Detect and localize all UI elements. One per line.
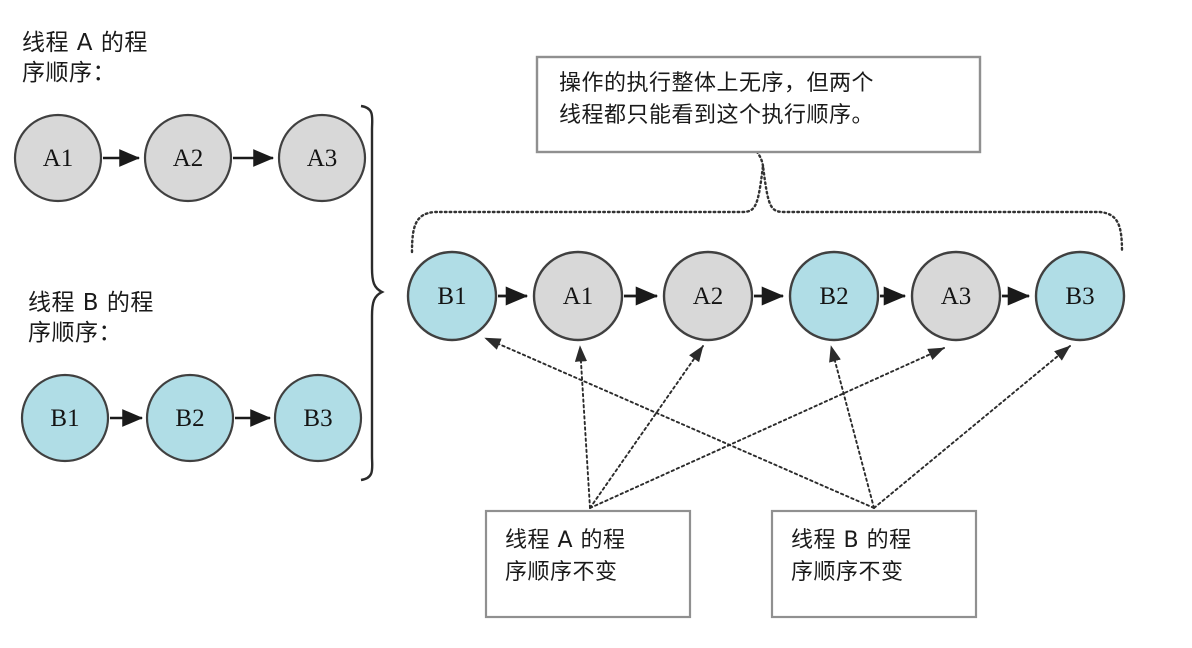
pointer-a-to-a1 [574, 345, 591, 509]
callout-bottom-left-text: 线程 A 的程 序顺序不变 [505, 528, 626, 585]
callout-box-top [535, 55, 982, 154]
node-b3-left [273, 373, 363, 463]
node-b2-exec [788, 250, 880, 342]
node-label-b3-left: B3 [303, 405, 333, 432]
node-label-b2-exec: B2 [819, 283, 849, 310]
thread-a-heading: 线程 A 的程 序顺序： [22, 30, 148, 86]
merge-brace [360, 104, 385, 482]
pointer-b-to-b3 [873, 345, 1071, 509]
node-label-b1-left: B1 [50, 405, 80, 432]
callout-box-bottom-left [484, 509, 692, 619]
node-b1-left [20, 373, 110, 463]
pointer-b-to-b2 [829, 345, 875, 509]
node-a2-exec [662, 250, 754, 342]
execution-sequence-group [406, 250, 1126, 342]
pointer-b-to-b1 [484, 337, 875, 509]
execution-span-brace-stem [755, 150, 765, 168]
callout-top-text: 操作的执行整体上无序，但两个 线程都只能看到这个执行顺序。 [559, 71, 875, 128]
thread-a-sequence-group [13, 113, 367, 203]
node-label-a3-left: A3 [306, 145, 338, 172]
node-b2-left [145, 373, 235, 463]
callout-box-bottom-right [770, 509, 978, 619]
node-a2-left [143, 113, 233, 203]
node-b3-exec [1034, 250, 1126, 342]
execution-span-brace [410, 165, 1124, 254]
node-label-b2-left: B2 [175, 405, 205, 432]
node-b1-exec [406, 250, 498, 342]
thread-b-order-pointers [484, 337, 1071, 509]
node-label-a3-exec: A3 [940, 283, 972, 310]
node-a3-exec [910, 250, 1002, 342]
node-label-a1-left: A1 [42, 145, 74, 172]
node-label-b1-exec: B1 [437, 283, 467, 310]
node-a1-exec [532, 250, 624, 342]
node-a1-left [13, 113, 103, 203]
callout-bottom-right-text: 线程 B 的程 序顺序不变 [791, 528, 912, 585]
pointer-a-to-a2 [589, 345, 704, 509]
thread-b-sequence-group [20, 373, 363, 463]
node-label-b3-exec: B3 [1065, 283, 1095, 310]
thread-b-heading: 线程 B 的程 序顺序： [28, 290, 154, 346]
node-label-a2-exec: A2 [692, 283, 724, 310]
pointer-a-to-a3 [589, 347, 945, 509]
thread-a-order-pointers [574, 345, 945, 509]
node-label-a2-left: A2 [172, 145, 204, 172]
node-a3-left [277, 113, 367, 203]
node-label-a1-exec: A1 [562, 283, 594, 310]
